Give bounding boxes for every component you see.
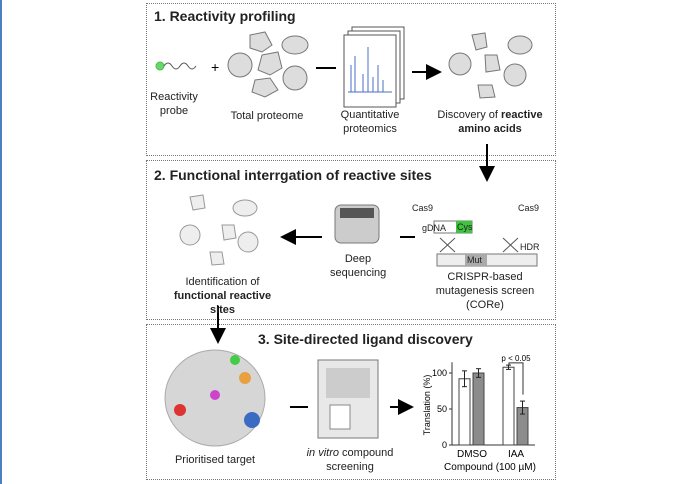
sequencer-icon — [334, 204, 380, 244]
crispr-diagram — [433, 220, 538, 267]
significance-bracket — [508, 362, 524, 395]
label-crispr: CRISPR-based mutagenesis screen (CORe) — [435, 271, 535, 311]
cys-label: Cys — [457, 222, 473, 232]
y-tick-label: 0 — [442, 440, 447, 450]
reactivity-probe-icon — [155, 61, 197, 71]
section-3-title: 3. Site-directed ligand discovery — [258, 331, 473, 347]
panel-ligand-discovery — [146, 324, 556, 480]
protein-structure-icon — [164, 349, 266, 447]
hdr-label: HDR — [520, 242, 540, 252]
x-tick-label: IAA — [508, 449, 524, 460]
gdna-label: gDNA — [422, 223, 447, 233]
plus-sign: + — [211, 59, 219, 75]
y-tick-label: 50 — [437, 404, 447, 414]
proteome-icon — [227, 31, 309, 98]
bar — [502, 366, 515, 446]
label-screening: in vitro compound screening — [300, 446, 400, 474]
section-1-title: 1. Reactivity profiling — [154, 8, 296, 24]
identification-prefix: Identification of — [185, 276, 260, 288]
discovery-prefix: Discovery of — [437, 109, 501, 121]
y-axis-label: Translation (%) — [422, 375, 432, 436]
label-proteome: Total proteome — [230, 110, 304, 122]
y-tick-label: 100 — [432, 368, 447, 378]
screening-robot-icon — [317, 359, 379, 439]
label-discovery: Discovery of reactive amino acids — [430, 108, 550, 136]
identification-bold: functional reactive sites — [173, 290, 272, 316]
label-sequencing: Deep sequencing — [330, 253, 387, 279]
label-target: Prioritised target — [174, 454, 256, 466]
section-2-title: 2. Functional interrgation of reactive s… — [154, 167, 432, 183]
functional-sites-icon — [179, 194, 259, 266]
cas9-left: Cas9 — [412, 203, 434, 213]
label-proteomics: Quantitative proteomics — [340, 109, 400, 135]
x-axis-label: Compound (100 µM) — [444, 462, 536, 473]
bar — [472, 372, 485, 446]
mut-label: Mut — [467, 255, 483, 265]
mass-spectrum-icon — [343, 26, 405, 108]
panel-reactivity-profiling — [146, 3, 556, 156]
discovery-bold: reactive amino acids — [458, 109, 543, 135]
panel-functional-interrogation — [146, 160, 556, 320]
left-edge-line — [0, 0, 2, 484]
x-tick-label: DMSO — [457, 449, 487, 460]
significance-label: p < 0.05 — [501, 354, 531, 363]
screening-italic: in vitro — [306, 447, 339, 459]
label-identification: Identification of functional reactive si… — [160, 275, 285, 317]
label-probe: Reactivity probe — [150, 91, 198, 117]
screening-rest: compound screening — [326, 447, 394, 473]
labeled-proteome-icon — [448, 32, 533, 99]
cas9-right: Cas9 — [518, 203, 540, 213]
bar — [458, 378, 471, 446]
